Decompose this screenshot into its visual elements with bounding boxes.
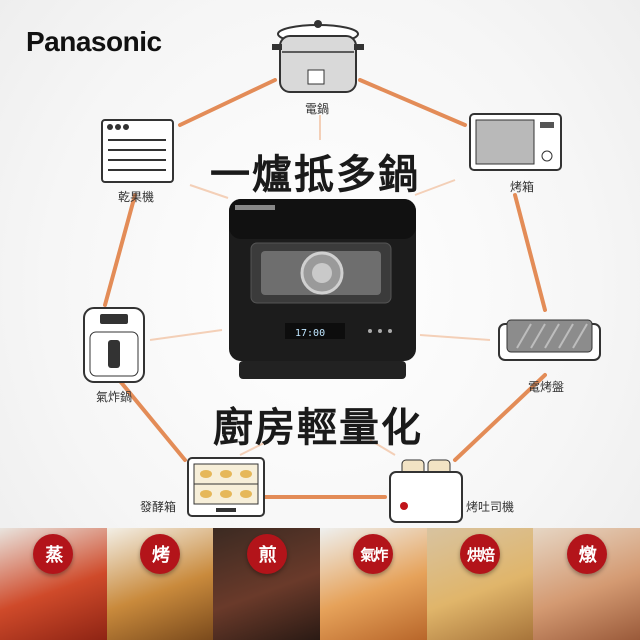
tile-air-fry: 氣炸 xyxy=(320,528,427,640)
label-air-fryer: 氣炸鍋 xyxy=(96,390,133,404)
oven-display-text: 17:00 xyxy=(295,328,325,339)
label-oven: 烤箱 xyxy=(510,180,535,194)
badge-bakery: 烘焙 xyxy=(460,534,501,574)
headline-bottom: 廚房輕量化 xyxy=(213,405,423,451)
badge-steam: 蒸 xyxy=(33,534,74,574)
label-toaster: 烤吐司機 xyxy=(466,500,515,514)
badge-air-fry: 氣炸 xyxy=(353,534,394,574)
tile-pan-fry: 煎 xyxy=(213,528,321,640)
air-fryer-icon xyxy=(83,307,145,383)
tile-steam: 蒸 xyxy=(0,528,107,640)
label-grill-plate: 電烤盤 xyxy=(528,380,565,394)
dryer-icon xyxy=(101,119,174,183)
tile-bakery: 烘焙 xyxy=(426,528,534,640)
toaster-icon xyxy=(389,459,463,523)
label-dryer: 乾果機 xyxy=(118,190,155,204)
proofer-icon xyxy=(187,457,265,517)
badge-bake: 烤 xyxy=(140,534,180,574)
oven-icon xyxy=(469,113,562,171)
headline-top: 一爐抵多鍋 xyxy=(210,152,420,198)
badge-pan-fry: 煎 xyxy=(246,534,287,574)
brand-logo: Panasonic xyxy=(26,26,162,57)
label-rice-cooker: 電鍋 xyxy=(305,102,330,116)
steam-oven-product: 17:00 xyxy=(229,199,416,379)
badge-stew: 燉 xyxy=(566,534,607,574)
tile-stew: 燉 xyxy=(533,528,640,640)
label-proofer: 發酵箱 xyxy=(140,500,177,514)
rice-cooker-icon xyxy=(272,20,364,93)
tile-bake: 烤 xyxy=(106,528,214,640)
function-food-strip: 蒸 烤 煎 氣炸 烘焙 燉 xyxy=(0,528,640,640)
grill-plate-icon xyxy=(498,319,601,361)
